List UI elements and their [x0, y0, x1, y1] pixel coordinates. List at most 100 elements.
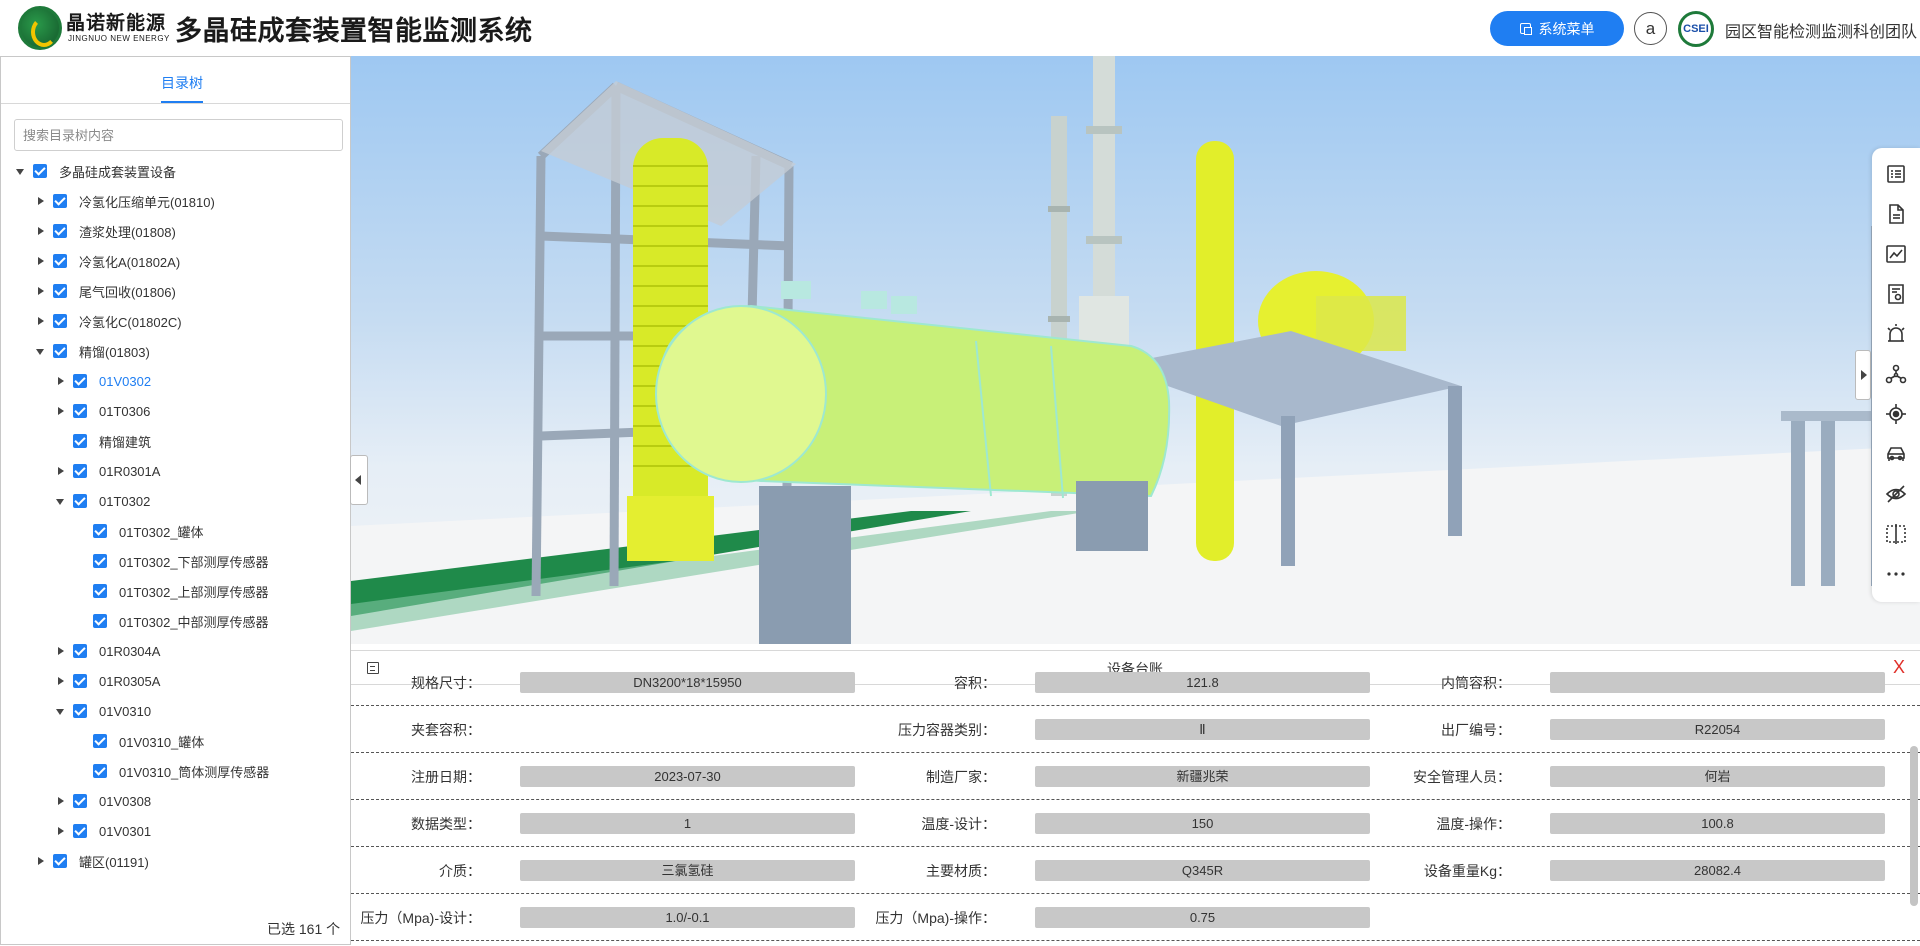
network-icon[interactable]	[1884, 362, 1908, 386]
alarm-icon[interactable]	[1884, 322, 1908, 346]
caret-right-icon[interactable]	[55, 676, 65, 686]
column-base	[627, 496, 714, 561]
field-value: R22054	[1550, 719, 1885, 740]
certificate-icon[interactable]	[1884, 282, 1908, 306]
caret-down-icon[interactable]	[55, 496, 65, 506]
toggle-toolbar-button[interactable]	[1855, 350, 1871, 400]
split-icon[interactable]	[1884, 522, 1908, 546]
field-value: 三氯氢硅	[520, 860, 855, 881]
line-chart-icon[interactable]	[1884, 242, 1908, 266]
tree-item[interactable]: 01V0310_罐体	[75, 729, 204, 753]
tab-directory-tree[interactable]: 目录树	[1, 57, 350, 104]
tree-item[interactable]: 01T0306	[55, 399, 150, 423]
caret-down-icon[interactable]	[35, 346, 45, 356]
caret-right-icon[interactable]	[55, 796, 65, 806]
tree-item-label: 精馏(01803)	[79, 344, 150, 360]
tree-item[interactable]: 01T0302_中部测厚传感器	[75, 609, 269, 633]
tree-item-label: 01V0308	[99, 793, 152, 809]
tree-item-checkbox[interactable]	[53, 854, 67, 868]
3d-viewport[interactable]	[351, 56, 1920, 644]
tree-item[interactable]: 01V0302	[55, 369, 151, 393]
tree-item-checkbox[interactable]	[73, 404, 87, 418]
close-icon[interactable]: X	[1893, 657, 1906, 677]
tree-item-checkbox[interactable]	[73, 434, 87, 448]
tree-item[interactable]: 01T0302_上部测厚传感器	[75, 579, 269, 603]
tree-item-label: 01R0301A	[99, 463, 161, 479]
tree-item[interactable]: 01V0310_筒体测厚传感器	[75, 759, 269, 783]
tree-item[interactable]: 渣浆处理(01808)	[35, 219, 176, 243]
tree-item[interactable]: 01T0302_下部测厚传感器	[75, 549, 269, 573]
tree-item[interactable]: 罐区(01191)	[35, 849, 149, 873]
tree-item-checkbox[interactable]	[73, 824, 87, 838]
caret-right-icon[interactable]	[35, 196, 45, 206]
tree-item[interactable]: 01V0308	[55, 789, 151, 813]
tree-item[interactable]: 冷氢化压缩单元(01810)	[35, 189, 215, 213]
tree-item-checkbox[interactable]	[53, 284, 67, 298]
tree-item-checkbox[interactable]	[93, 764, 107, 778]
caret-down-icon[interactable]	[15, 166, 25, 176]
tree-item[interactable]: 尾气回收(01806)	[35, 279, 176, 303]
tree-item[interactable]: 01V0301	[55, 819, 151, 843]
tree-item-checkbox[interactable]	[33, 164, 47, 178]
caret-right-icon[interactable]	[35, 316, 45, 326]
locate-icon[interactable]	[1884, 402, 1908, 426]
tree-item[interactable]: 冷氢化A(01802A)	[35, 249, 180, 273]
tree-item[interactable]: 冷氢化C(01802C)	[35, 309, 182, 333]
caret-down-icon[interactable]	[55, 706, 65, 716]
tree-item-checkbox[interactable]	[53, 254, 67, 268]
system-menu-button[interactable]: 系统菜单	[1490, 11, 1624, 46]
hide-icon[interactable]	[1884, 482, 1908, 506]
tree-item[interactable]: 精馏(01803)	[35, 339, 150, 363]
copy-icon	[1519, 23, 1532, 35]
tree-item-checkbox[interactable]	[53, 194, 67, 208]
tree-item[interactable]: 精馏建筑	[55, 429, 151, 453]
vehicle-icon[interactable]	[1884, 442, 1908, 466]
tree-item[interactable]: 01T0302_罐体	[75, 519, 204, 543]
tree-item[interactable]: 01R0305A	[55, 669, 160, 693]
tree-item-checkbox[interactable]	[73, 464, 87, 478]
list-icon[interactable]	[1884, 162, 1908, 186]
caret-right-icon[interactable]	[35, 226, 45, 236]
tree-item-checkbox[interactable]	[73, 644, 87, 658]
field-value	[1550, 672, 1885, 693]
tree-item-checkbox[interactable]	[93, 614, 107, 628]
tree-item[interactable]: 01V0310	[55, 699, 151, 723]
field-value: 1.0/-0.1	[520, 907, 855, 928]
tree-item-checkbox[interactable]	[73, 494, 87, 508]
tree-item-checkbox[interactable]	[93, 734, 107, 748]
tree-item-label: 01T0306	[99, 403, 151, 419]
avatar[interactable]: a	[1634, 12, 1667, 45]
tree-item-checkbox[interactable]	[73, 674, 87, 688]
tree-item-checkbox[interactable]	[53, 344, 67, 358]
tree-item-checkbox[interactable]	[53, 224, 67, 238]
tree-item[interactable]: 多晶硅成套装置设备	[15, 159, 176, 183]
more-icon[interactable]	[1884, 562, 1908, 586]
tree-item-checkbox[interactable]	[73, 794, 87, 808]
tree-item-checkbox[interactable]	[73, 704, 87, 718]
caret-right-icon[interactable]	[55, 826, 65, 836]
collapse-left-panel-button[interactable]	[350, 455, 368, 505]
caret-right-icon[interactable]	[55, 376, 65, 386]
caret-right-icon[interactable]	[35, 286, 45, 296]
caret-right-icon[interactable]	[55, 646, 65, 656]
nozzle	[781, 281, 811, 299]
tree-search-input[interactable]	[14, 119, 343, 151]
caret-right-icon[interactable]	[35, 256, 45, 266]
caret-right-icon[interactable]	[55, 466, 65, 476]
tree-item-checkbox[interactable]	[73, 374, 87, 388]
document-icon[interactable]	[1884, 202, 1908, 226]
tree-item-checkbox[interactable]	[93, 584, 107, 598]
tree-item[interactable]: 01R0301A	[55, 459, 160, 483]
caret-right-icon[interactable]	[55, 406, 65, 416]
tree-item-checkbox[interactable]	[93, 554, 107, 568]
field-value: 28082.4	[1550, 860, 1885, 881]
caret-right-icon[interactable]	[35, 856, 45, 866]
tree-item[interactable]: 01T0302	[55, 489, 150, 513]
field-value: Q345R	[1035, 860, 1370, 881]
scrollbar[interactable]	[1910, 746, 1918, 906]
tree-item[interactable]: 01R0304A	[55, 639, 160, 663]
tree-item-checkbox[interactable]	[93, 524, 107, 538]
tree-item-checkbox[interactable]	[53, 314, 67, 328]
